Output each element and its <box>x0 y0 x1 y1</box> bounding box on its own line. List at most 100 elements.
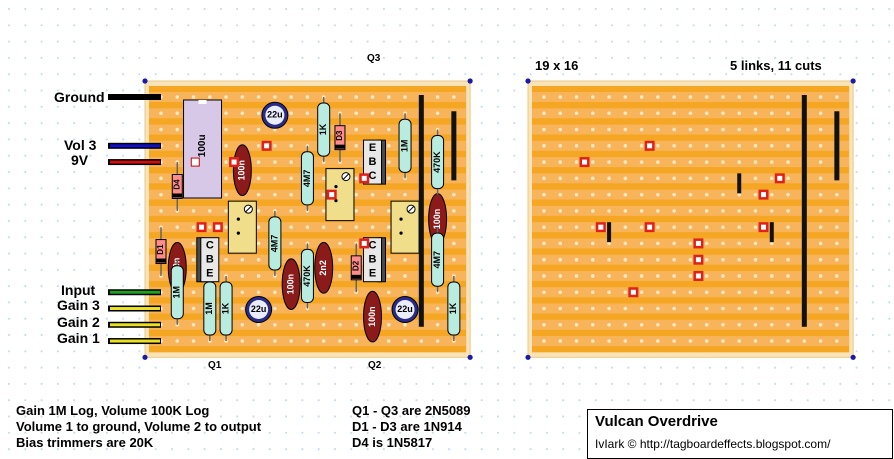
grid-dot <box>301 431 304 434</box>
grid-dot <box>415 7 418 11</box>
right-hole <box>558 144 563 148</box>
right-hole <box>623 176 628 181</box>
grid-dot <box>366 382 369 385</box>
grid-dot <box>382 24 385 27</box>
grid-dot <box>562 448 565 451</box>
grid-dot <box>122 301 125 304</box>
right-hole <box>607 339 611 343</box>
grid-dot <box>513 252 516 255</box>
grid-dot <box>138 252 141 255</box>
grid-dot <box>7 56 11 60</box>
grid-dot <box>285 40 288 43</box>
grid-dot <box>676 40 679 43</box>
grid-dot <box>40 399 43 402</box>
grid-dot <box>496 333 500 337</box>
grid-dot <box>496 7 500 11</box>
right-hole <box>818 306 823 311</box>
right-hole <box>542 274 546 278</box>
strip-cut-right-center <box>695 257 701 263</box>
grid-dot <box>73 154 76 157</box>
grid-dot <box>89 219 92 222</box>
right-hole <box>639 274 644 278</box>
grid-dot <box>774 366 777 369</box>
grid-dot <box>56 73 60 76</box>
grid-dot <box>513 122 516 125</box>
grid-dot <box>73 40 76 43</box>
grid-dot <box>89 268 92 271</box>
right-hole <box>688 127 693 132</box>
grid-dot <box>594 366 597 369</box>
grid-dot <box>480 268 483 271</box>
grid-dot <box>122 219 125 222</box>
right-hole <box>835 95 839 99</box>
grid-dot <box>268 415 271 418</box>
right-hole <box>558 290 563 295</box>
grid-dot <box>415 382 418 385</box>
right-hole <box>607 111 611 116</box>
grid-dot <box>415 448 418 451</box>
right-hole <box>818 322 823 327</box>
grid-dot <box>301 448 304 451</box>
grid-dot <box>382 7 385 11</box>
grid-dot <box>496 24 500 27</box>
grid-dot <box>56 415 60 418</box>
grid-dot <box>415 366 418 369</box>
grid-dot <box>73 317 76 320</box>
grid-dot <box>741 56 744 60</box>
grid-dot <box>480 122 483 125</box>
grid-dot <box>24 431 27 434</box>
grid-dot <box>611 73 614 76</box>
grid-dot <box>138 333 141 337</box>
grid-dot <box>89 105 92 108</box>
grid-dot <box>692 56 695 60</box>
grid-dot <box>24 350 27 353</box>
grid-dot <box>529 56 532 60</box>
grid-dot <box>594 24 597 27</box>
right-hole <box>672 274 676 278</box>
grid-dot <box>105 448 108 451</box>
grid-dot <box>73 285 76 288</box>
grid-dot <box>301 24 304 27</box>
right-hole <box>623 339 628 343</box>
grid-dot <box>317 431 320 434</box>
grid-dot <box>578 431 581 434</box>
grid-dot <box>252 24 255 27</box>
grid-dot <box>268 40 271 43</box>
grid-dot <box>464 415 467 418</box>
right-hole <box>574 241 579 246</box>
right-hole <box>558 176 563 181</box>
grid-dot <box>170 24 174 27</box>
right-hole <box>818 290 823 295</box>
grid-dot <box>89 154 92 157</box>
grid-dot <box>496 268 500 271</box>
right-hole <box>786 127 790 132</box>
grid-dot <box>24 89 27 92</box>
grid-dot <box>496 170 500 174</box>
right-hole <box>704 290 709 295</box>
grid-dot <box>138 187 141 190</box>
right-hole <box>818 144 823 148</box>
grid-dot <box>187 448 190 451</box>
grid-dot <box>708 73 712 76</box>
right-hole <box>753 274 758 278</box>
right-hole <box>737 241 742 246</box>
grid-dot <box>203 73 206 76</box>
grid-dot <box>627 382 630 385</box>
right-hole <box>753 144 758 148</box>
notes-right: Q1 - Q3 are 2N5089 D1 - D3 are 1N914 D4 … <box>352 403 471 451</box>
grid-dot <box>285 56 288 60</box>
grid-dot <box>73 448 76 451</box>
grid-dot <box>431 56 434 60</box>
grid-dot <box>366 415 369 418</box>
grid-dot <box>24 333 27 337</box>
grid-dot <box>627 24 630 27</box>
grid-dot <box>627 56 630 60</box>
grid-dot <box>366 431 369 434</box>
grid-dot <box>464 56 467 60</box>
grid-dot <box>138 268 141 271</box>
right-hole <box>558 192 563 197</box>
grid-dot <box>122 24 125 27</box>
grid-dot <box>138 56 141 60</box>
right-hole <box>769 111 774 116</box>
credit-link[interactable]: IvIark © http://tagboardeffects.blogspot… <box>595 437 831 451</box>
